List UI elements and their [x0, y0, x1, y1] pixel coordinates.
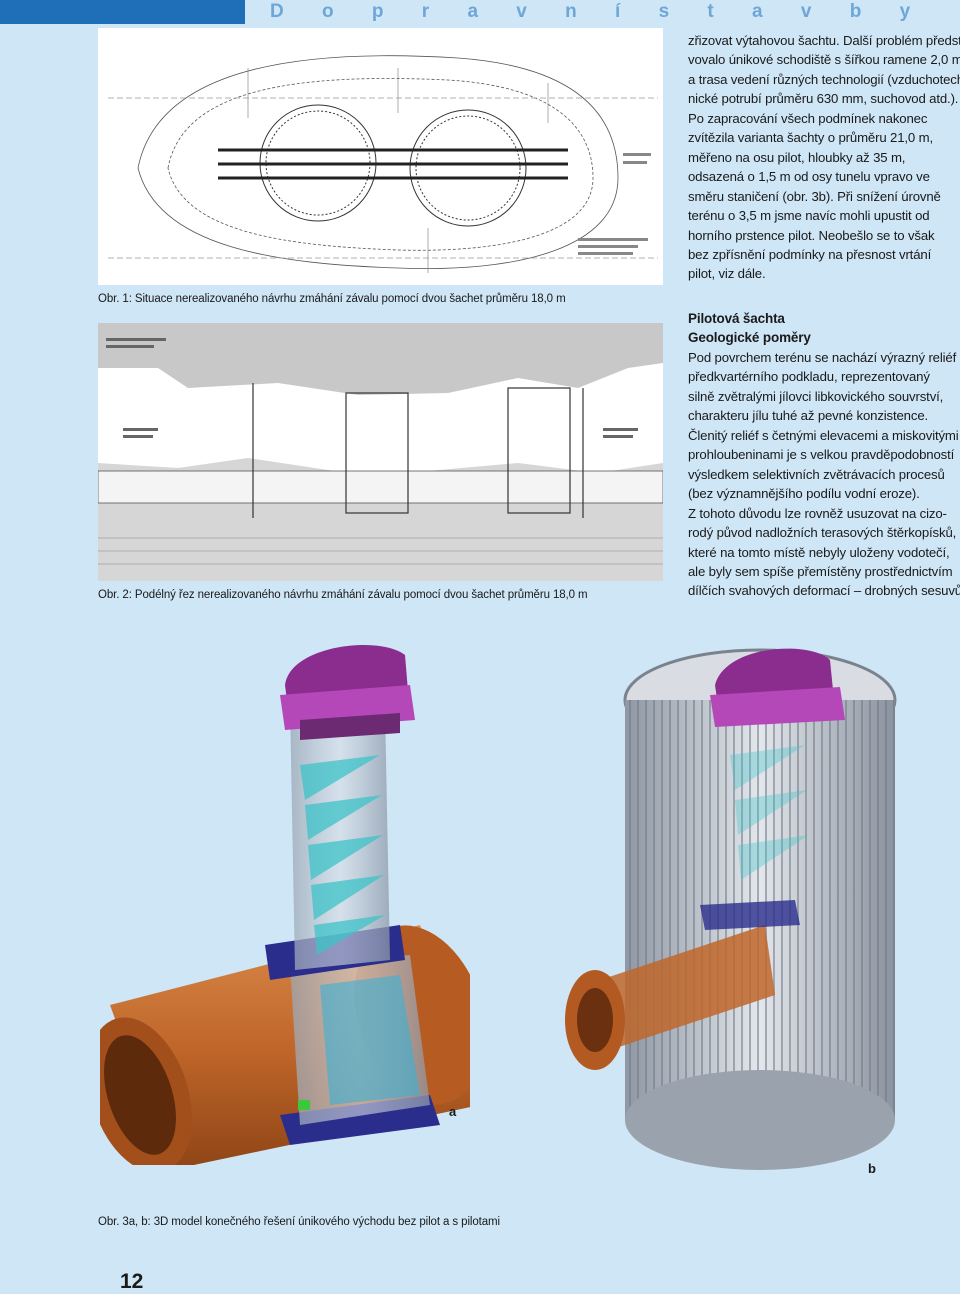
text-line: prohloubeninami je s velkou pravděpodobn… — [688, 447, 955, 463]
text-line: nické potrubí průměru 630 mm, suchovod a… — [688, 91, 959, 107]
text-line: odsazená o 1,5 m od osy tunelu vpravo ve — [688, 169, 930, 185]
paragraph-shaft-design: zřizovat výtahovou šachtu. Další problém… — [688, 31, 960, 284]
figure-3-caption: Obr. 3a, b: 3D model konečného řešení ún… — [98, 1216, 500, 1228]
figure-3a-label: a — [449, 1104, 457, 1119]
text-line: (bez významnějšího podílu vodní eroze). — [688, 486, 920, 502]
section-headings: Pilotová šachta Geologické poměry — [688, 309, 956, 348]
text-line: výsledkem selektivních zvětrávacích proc… — [688, 466, 945, 482]
figure-3b-3d-model — [565, 648, 897, 1170]
text-line: zřizovat výtahovou šachtu. Další problém… — [688, 33, 960, 48]
paragraph-geology: Pod povrchem terénu se nachází výrazný r… — [688, 348, 960, 601]
plan-drawing-svg — [108, 55, 658, 273]
text-line: pilot, viz dále. — [688, 266, 766, 282]
body-text-column: zřizovat výtahovou šachtu. Další problém… — [688, 31, 960, 284]
text-line: bez zpřísnění podmínky na přesnost vrtán… — [688, 246, 932, 262]
text-line: a trasa vedení různých technologií (vzdu… — [688, 71, 960, 87]
text-line: měřeno na osu pilot, hloubky až 35 m, — [688, 149, 906, 165]
text-line: směru staničení (obr. 3b). Při snížení ú… — [688, 188, 941, 204]
section-drawing-svg — [98, 323, 663, 581]
figure-2-section-drawing — [98, 323, 663, 581]
text-line: Z tohoto důvodu lze rovněž usuzovat na c… — [688, 505, 947, 521]
text-line: zvítězila varianta šachty o průměru 21,0… — [688, 130, 933, 146]
text-line: terénu o 3,5 m jsme navíc mohli upustit … — [688, 208, 930, 224]
body-text-geology: Pod povrchem terénu se nachází výrazný r… — [688, 348, 960, 601]
text-line: ale byly sem spíše přemístěny prostředni… — [688, 563, 953, 579]
figure-3b-label: b — [868, 1161, 876, 1176]
figure-2-caption: Obr. 2: Podélný řez nerealizovaného návr… — [98, 589, 588, 601]
text-line: vovalo únikové schodiště s šířkou ramene… — [688, 52, 960, 68]
page-number: 12 — [120, 1270, 144, 1293]
text-line: charakteru jílu tuhé až pevné konzistenc… — [688, 408, 929, 424]
text-line: Členitý reliéf s četnými elevacemi a mis… — [688, 427, 959, 443]
figure-1-plan-drawing — [98, 28, 663, 285]
header-accent-bar — [0, 0, 245, 24]
text-line: rodý původ nadložních terasových štěrkop… — [688, 525, 957, 541]
figure-3a-3d-model — [100, 645, 470, 1165]
text-line: dílčích svahových deformací – drobných s… — [688, 583, 960, 599]
text-line: které na tomto místě nebyly uloženy vodo… — [688, 544, 950, 560]
text-line: Po zapracování všech podmínek nakonec — [688, 110, 928, 126]
shaft-circle-right — [409, 109, 527, 227]
heading-geology: Geologické poměry — [688, 330, 811, 346]
text-line: Pod povrchem terénu se nachází výrazný r… — [688, 350, 957, 365]
heading-pile-shaft: Pilotová šachta — [688, 311, 785, 326]
figure-1-caption: Obr. 1: Situace nerealizovaného návrhu z… — [98, 293, 566, 305]
text-line: předkvartérního podkladu, reprezentovaný — [688, 369, 930, 385]
text-line: silně zvětralými jílovci libkovického so… — [688, 388, 944, 404]
text-line: horního prstence pilot. Neobešlo se to v… — [688, 227, 935, 243]
section-title: D o p r a v n í s t a v b y — [270, 1, 927, 22]
